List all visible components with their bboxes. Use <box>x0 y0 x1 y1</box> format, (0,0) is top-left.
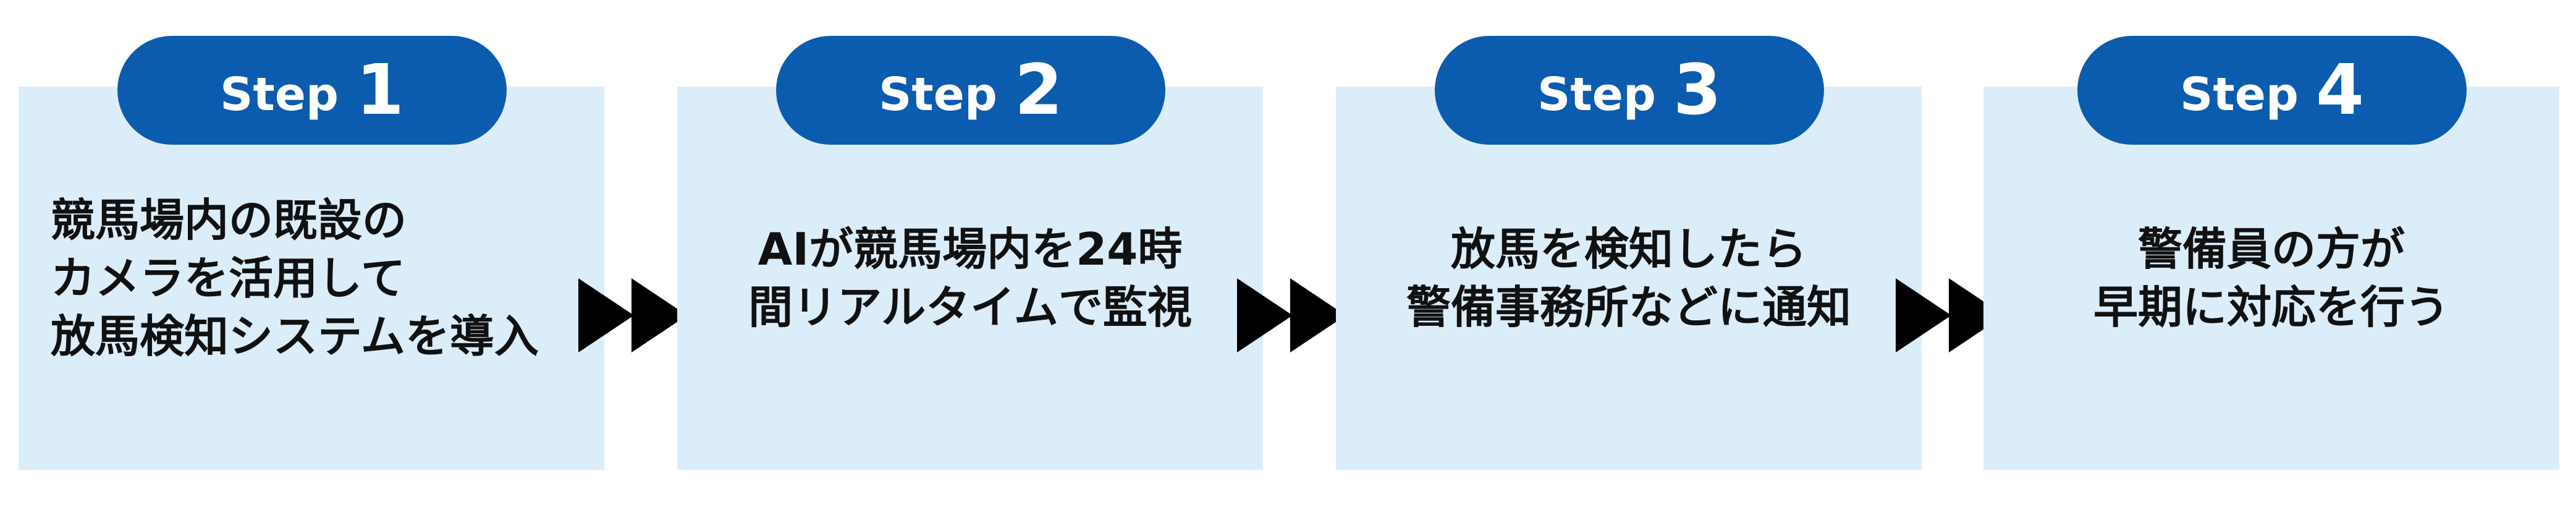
double-arrow-icon-2 <box>1237 278 1346 352</box>
step-2-line-2: 間リアルタイムで監視 <box>748 281 1192 333</box>
step-1-line-3: 放馬検知システムを導入 <box>51 310 539 362</box>
step-2-badge-number: 2 <box>1014 50 1063 130</box>
step-3-badge-number: 3 <box>1673 50 1721 130</box>
step-2-badge-word: Step <box>879 68 997 121</box>
step-4-badge: Step 4 <box>2077 36 2467 145</box>
step-3-box <box>1336 87 1922 470</box>
step-4-description: 警備員の方が 早期に対応を行う <box>1983 87 2559 470</box>
step-4-badge-word: Step <box>2180 68 2299 121</box>
step-1-line-2: カメラを活用して <box>51 252 405 304</box>
step-3-description: 放馬を検知したら 警備事務所などに通知 <box>1336 87 1922 470</box>
step-3-line-2: 警備事務所などに通知 <box>1406 281 1851 333</box>
double-arrow-icon-3 <box>1896 278 2004 352</box>
step-2-description: AIが競馬場内を24時 間リアルタイムで監視 <box>677 87 1263 470</box>
step-4-line-2: 早期に対応を行う <box>2093 281 2449 333</box>
step-2-line-1: AIが競馬場内を24時 <box>758 223 1183 275</box>
step-4-badge-number: 4 <box>2315 50 2364 130</box>
step-3-line-1: 放馬を検知したら <box>1450 223 1807 275</box>
step-1-description: 競馬場内の既設の カメラを活用して 放馬検知システムを導入 <box>19 87 604 470</box>
step-3-badge: Step 3 <box>1435 36 1824 145</box>
step-4-line-1: 警備員の方が <box>2137 223 2405 275</box>
step-4-box <box>1983 87 2559 470</box>
step-1-line-1: 競馬場内の既設の <box>51 194 407 246</box>
step-1-badge-word: Step <box>220 68 339 121</box>
double-arrow-icon-1 <box>578 278 687 352</box>
step-1-box <box>19 87 604 470</box>
step-2-badge: Step 2 <box>776 36 1165 145</box>
step-1-badge-number: 1 <box>355 50 404 130</box>
step-1-badge: Step 1 <box>117 36 507 145</box>
step-2-box <box>677 87 1263 470</box>
step-3-badge-word: Step <box>1537 68 1656 121</box>
